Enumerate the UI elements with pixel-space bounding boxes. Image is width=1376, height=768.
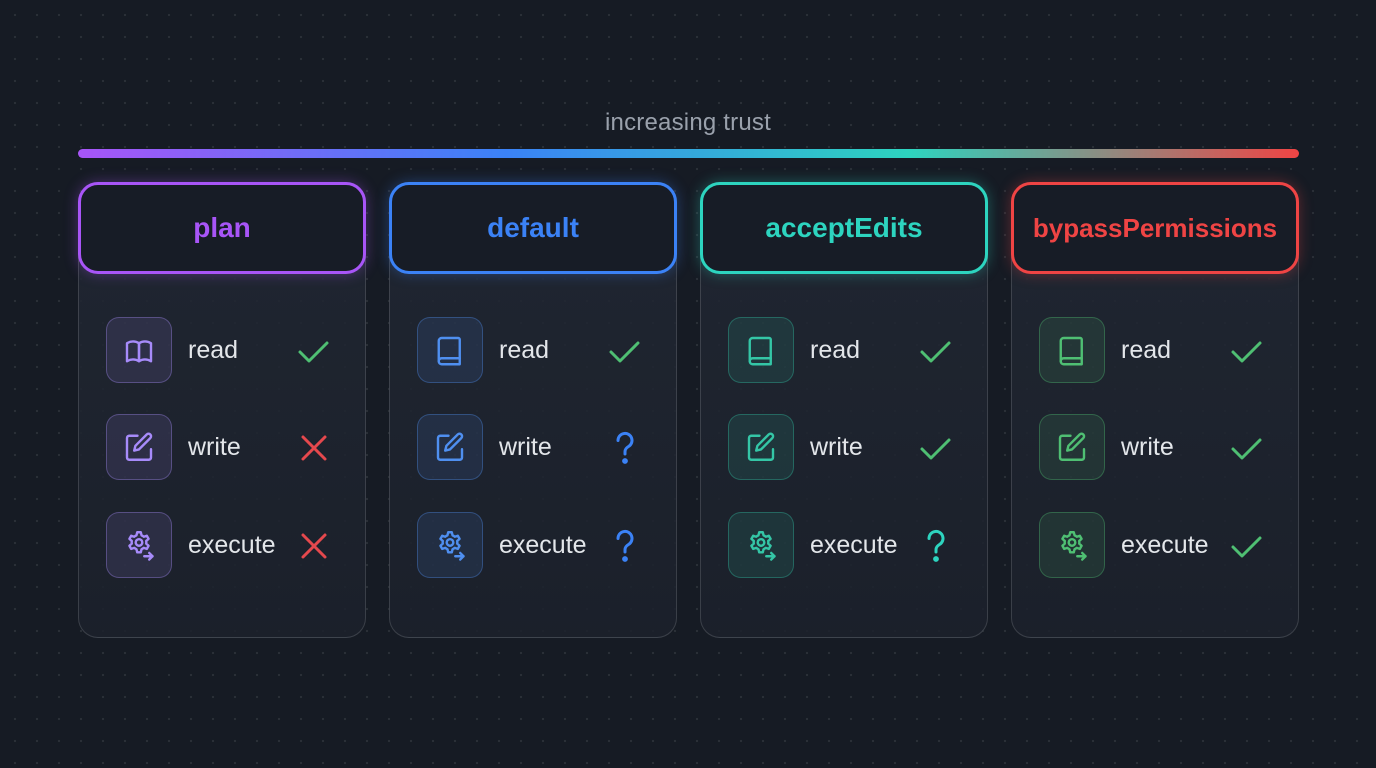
gear-arrow-icon [728,512,794,578]
book-icon [1039,317,1105,383]
permission-label: write [1121,433,1174,461]
trust-label: increasing trust [605,109,771,136]
check-icon [916,428,956,468]
mode-title: bypassPermissions [1032,212,1278,243]
permission-row-execute: execute [1039,512,1279,580]
question-mark-icon [605,428,645,468]
book-icon [728,317,794,383]
gear-arrow-icon [106,512,172,578]
permission-row-execute: execute [728,512,968,580]
book-open-icon [106,317,172,383]
mode-header: bypassPermissions [1011,182,1299,274]
pencil-square-icon [1039,414,1105,480]
check-icon [1227,428,1267,468]
question-mark-icon [605,526,645,566]
mode-column-bypassPermissions: bypassPermissions read write execute [1011,182,1299,638]
permission-label: execute [810,531,898,559]
gear-arrow-icon [1039,512,1105,578]
permission-row-read: read [1039,317,1279,385]
mode-title: plan [193,212,251,243]
mode-column-default: default read write execute [389,182,677,638]
check-icon [605,331,645,371]
permission-row-write: write [417,414,657,482]
pencil-square-icon [728,414,794,480]
mode-header: default [389,182,677,274]
permission-label: read [810,336,861,364]
permission-row-read: read [106,317,346,385]
permission-label: execute [1121,531,1209,559]
permission-row-read: read [417,317,657,385]
gear-arrow-icon [417,512,483,578]
pencil-square-icon [106,414,172,480]
permission-label: write [810,433,863,461]
pencil-square-icon [417,414,483,480]
mode-column-acceptEdits: acceptEdits read write execute [700,182,988,638]
permission-row-read: read [728,317,968,385]
permission-label: read [1121,336,1172,364]
trust-gradient-bar [78,149,1299,158]
mode-header: acceptEdits [700,182,988,274]
permission-label: write [499,433,552,461]
book-icon [417,317,483,383]
permission-label: execute [188,531,276,559]
question-mark-icon [916,526,956,566]
permission-row-write: write [1039,414,1279,482]
check-icon [1227,526,1267,566]
check-icon [1227,331,1267,371]
mode-column-plan: plan read write execute [78,182,366,638]
check-icon [916,331,956,371]
permission-label: read [499,336,550,364]
permission-row-execute: execute [417,512,657,580]
mode-title: acceptEdits [765,212,923,243]
permission-row-write: write [728,414,968,482]
check-icon [294,331,334,371]
x-icon [294,428,334,468]
permission-row-write: write [106,414,346,482]
permission-label: read [188,336,239,364]
x-icon [294,526,334,566]
permission-label: write [188,433,241,461]
permission-row-execute: execute [106,512,346,580]
mode-header: plan [78,182,366,274]
mode-title: default [487,212,579,243]
permission-label: execute [499,531,587,559]
